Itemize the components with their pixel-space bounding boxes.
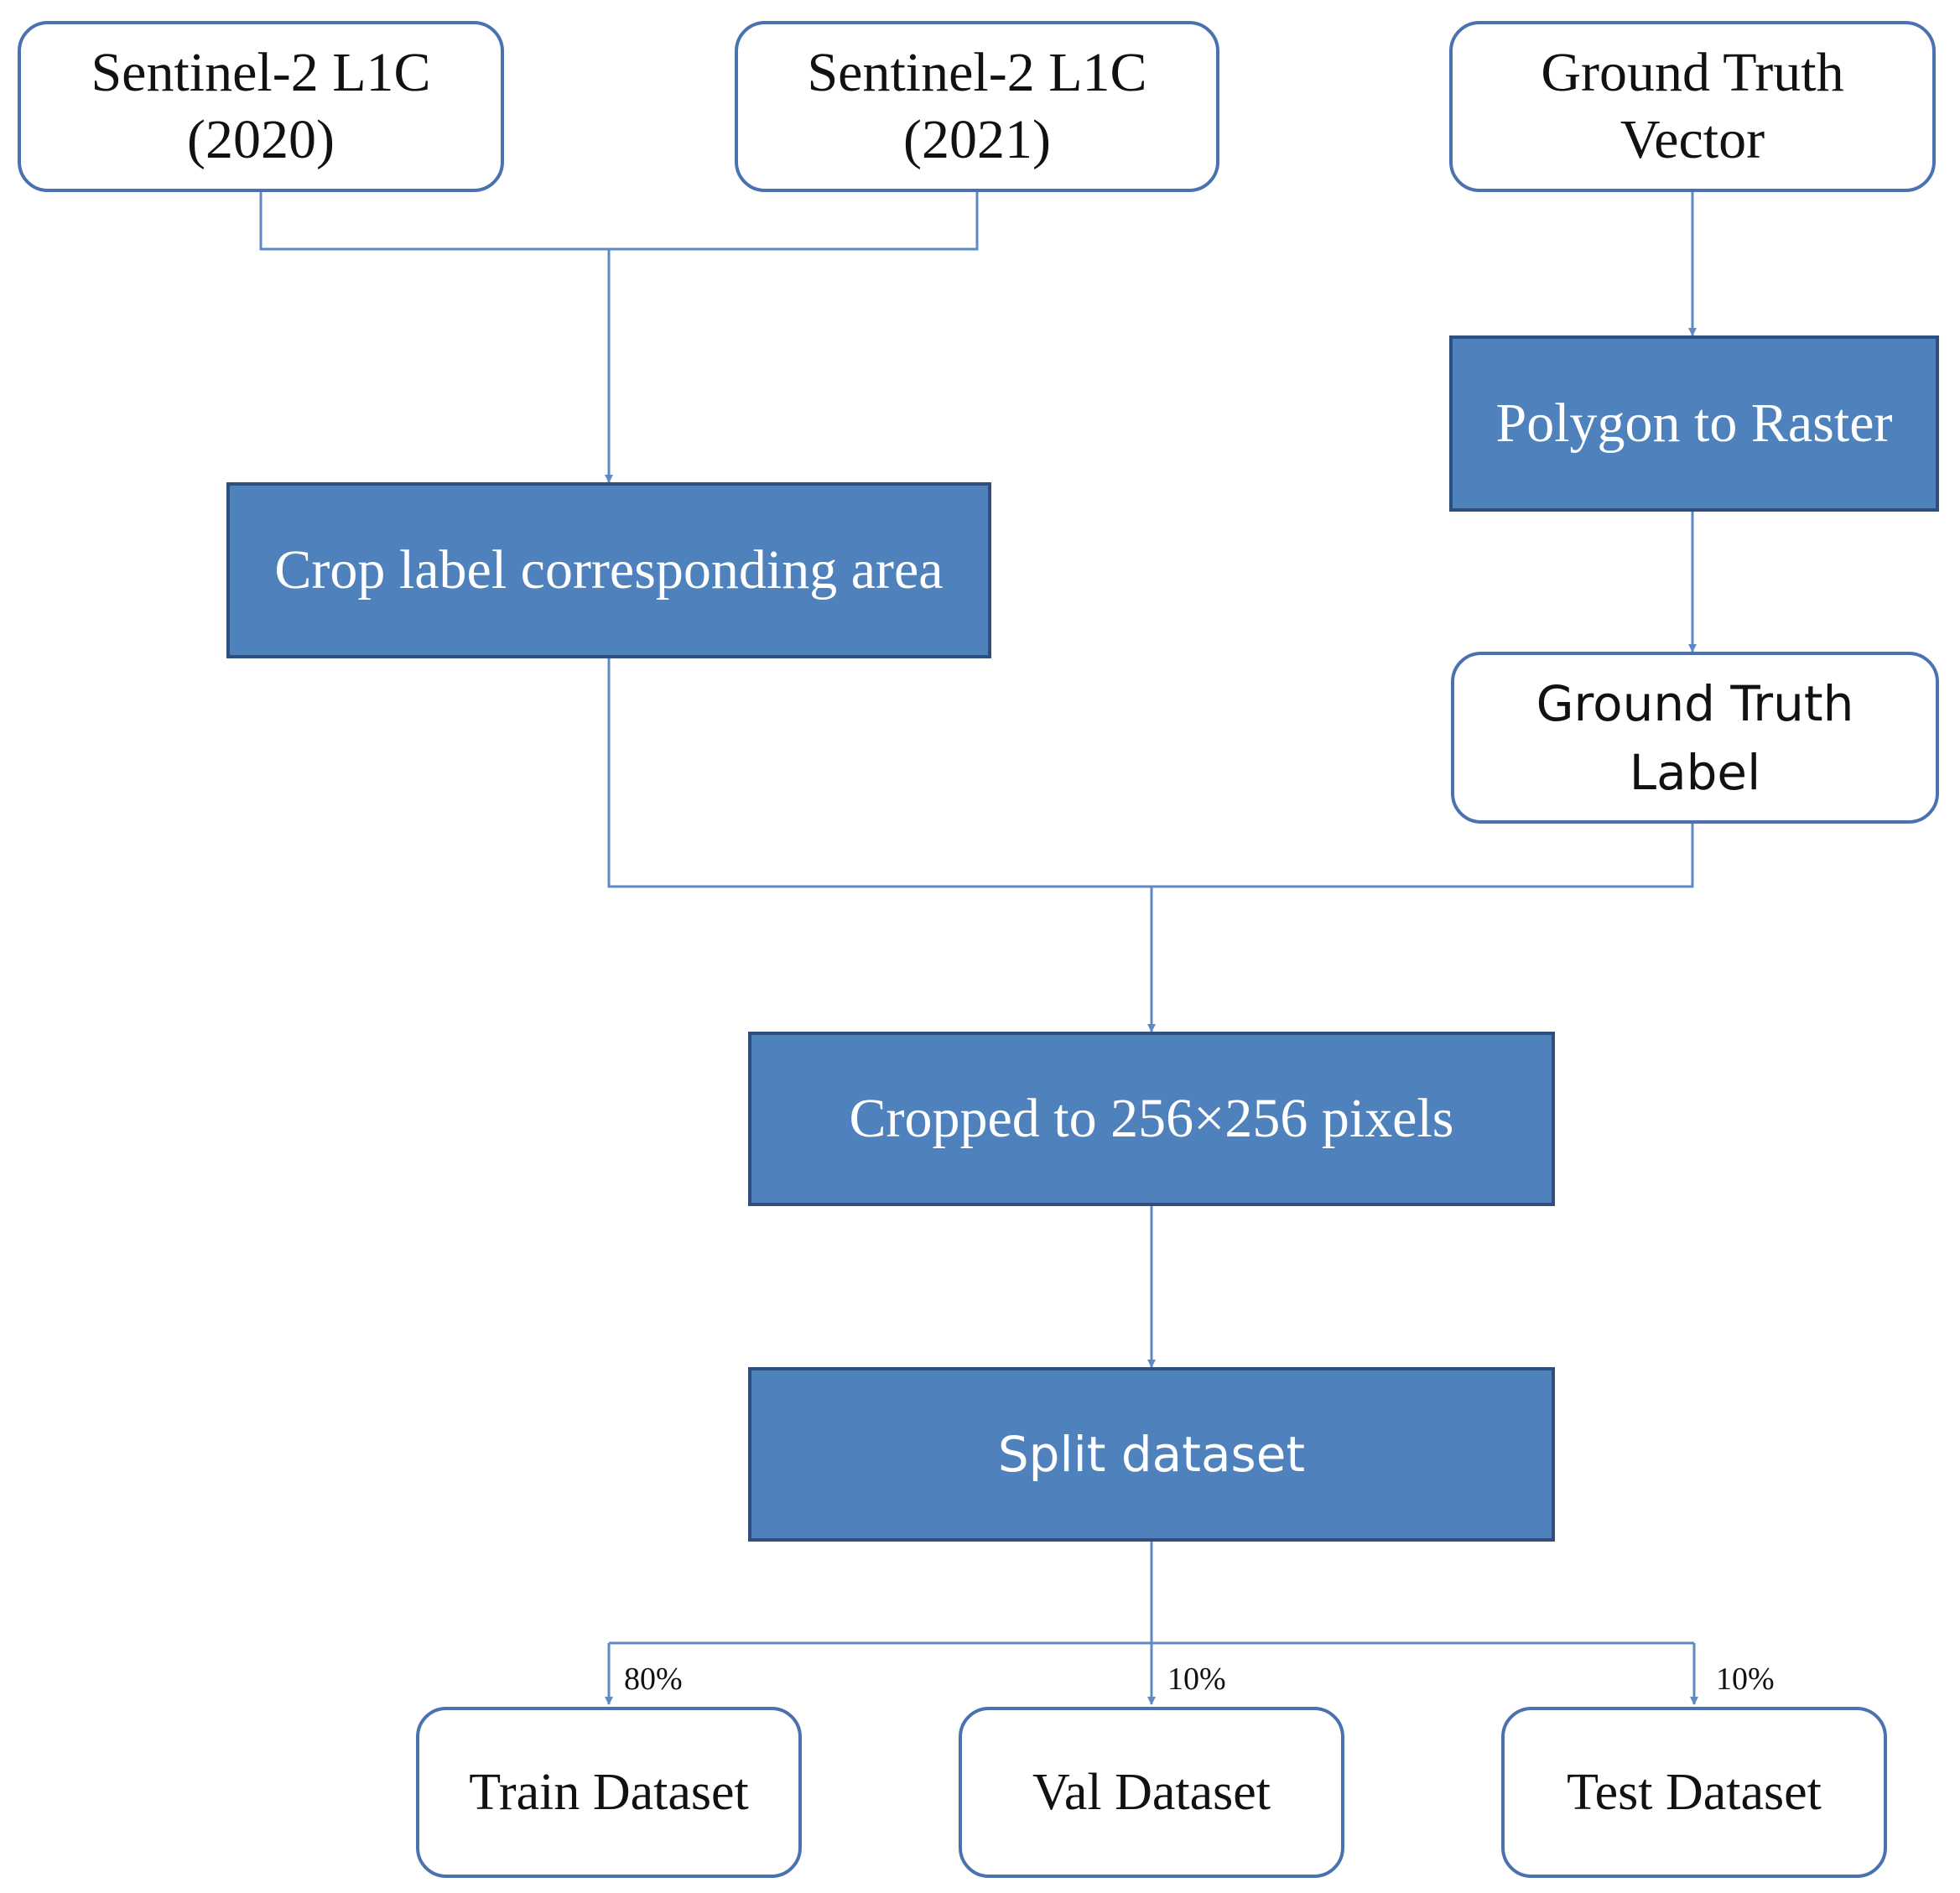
ground-truth-label-text: Ground Truth Label — [1536, 674, 1854, 801]
connector-crop-down — [607, 658, 1152, 888]
sentinel-2021-label: Sentinel-2 L1C (2021) — [807, 42, 1147, 170]
ground-truth-vector-box: Ground Truth Vector — [1449, 21, 1936, 192]
val-dataset-box: Val Dataset — [959, 1707, 1344, 1878]
cropped-256-box: Cropped to 256×256 pixels — [748, 1032, 1555, 1206]
sentinel-2021-box: Sentinel-2 L1C (2021) — [735, 21, 1219, 192]
test-dataset-box: Test Dataset — [1501, 1707, 1887, 1878]
train-dataset-label: Train Dataset — [469, 1764, 749, 1821]
test-dataset-label: Test Dataset — [1567, 1764, 1822, 1821]
ground-truth-vector-label: Ground Truth Vector — [1541, 42, 1844, 170]
connector-s2-2021 — [609, 192, 979, 251]
connector-s2-2020 — [259, 192, 609, 251]
polygon-to-raster-label: Polygon to Raster — [1495, 393, 1893, 454]
cropped-256-label: Cropped to 256×256 pixels — [849, 1088, 1454, 1149]
polygon-to-raster-box: Polygon to Raster — [1449, 335, 1939, 512]
test-ratio-label: 10% — [1716, 1662, 1775, 1697]
split-dataset-label: Split dataset — [997, 1426, 1306, 1483]
train-dataset-box: Train Dataset — [416, 1707, 802, 1878]
sentinel-2020-box: Sentinel-2 L1C (2020) — [18, 21, 504, 192]
val-ratio-label: 10% — [1167, 1662, 1226, 1697]
split-dataset-box: Split dataset — [748, 1367, 1555, 1542]
ground-truth-label-box: Ground Truth Label — [1451, 652, 1939, 824]
train-ratio-label: 80% — [624, 1662, 683, 1697]
connector-gt-label-down — [1152, 824, 1694, 888]
crop-label-area-label: Crop label corresponding area — [274, 539, 944, 601]
val-dataset-label: Val Dataset — [1032, 1764, 1271, 1821]
sentinel-2020-label: Sentinel-2 L1C (2020) — [91, 42, 431, 170]
crop-label-area-box: Crop label corresponding area — [226, 482, 991, 658]
